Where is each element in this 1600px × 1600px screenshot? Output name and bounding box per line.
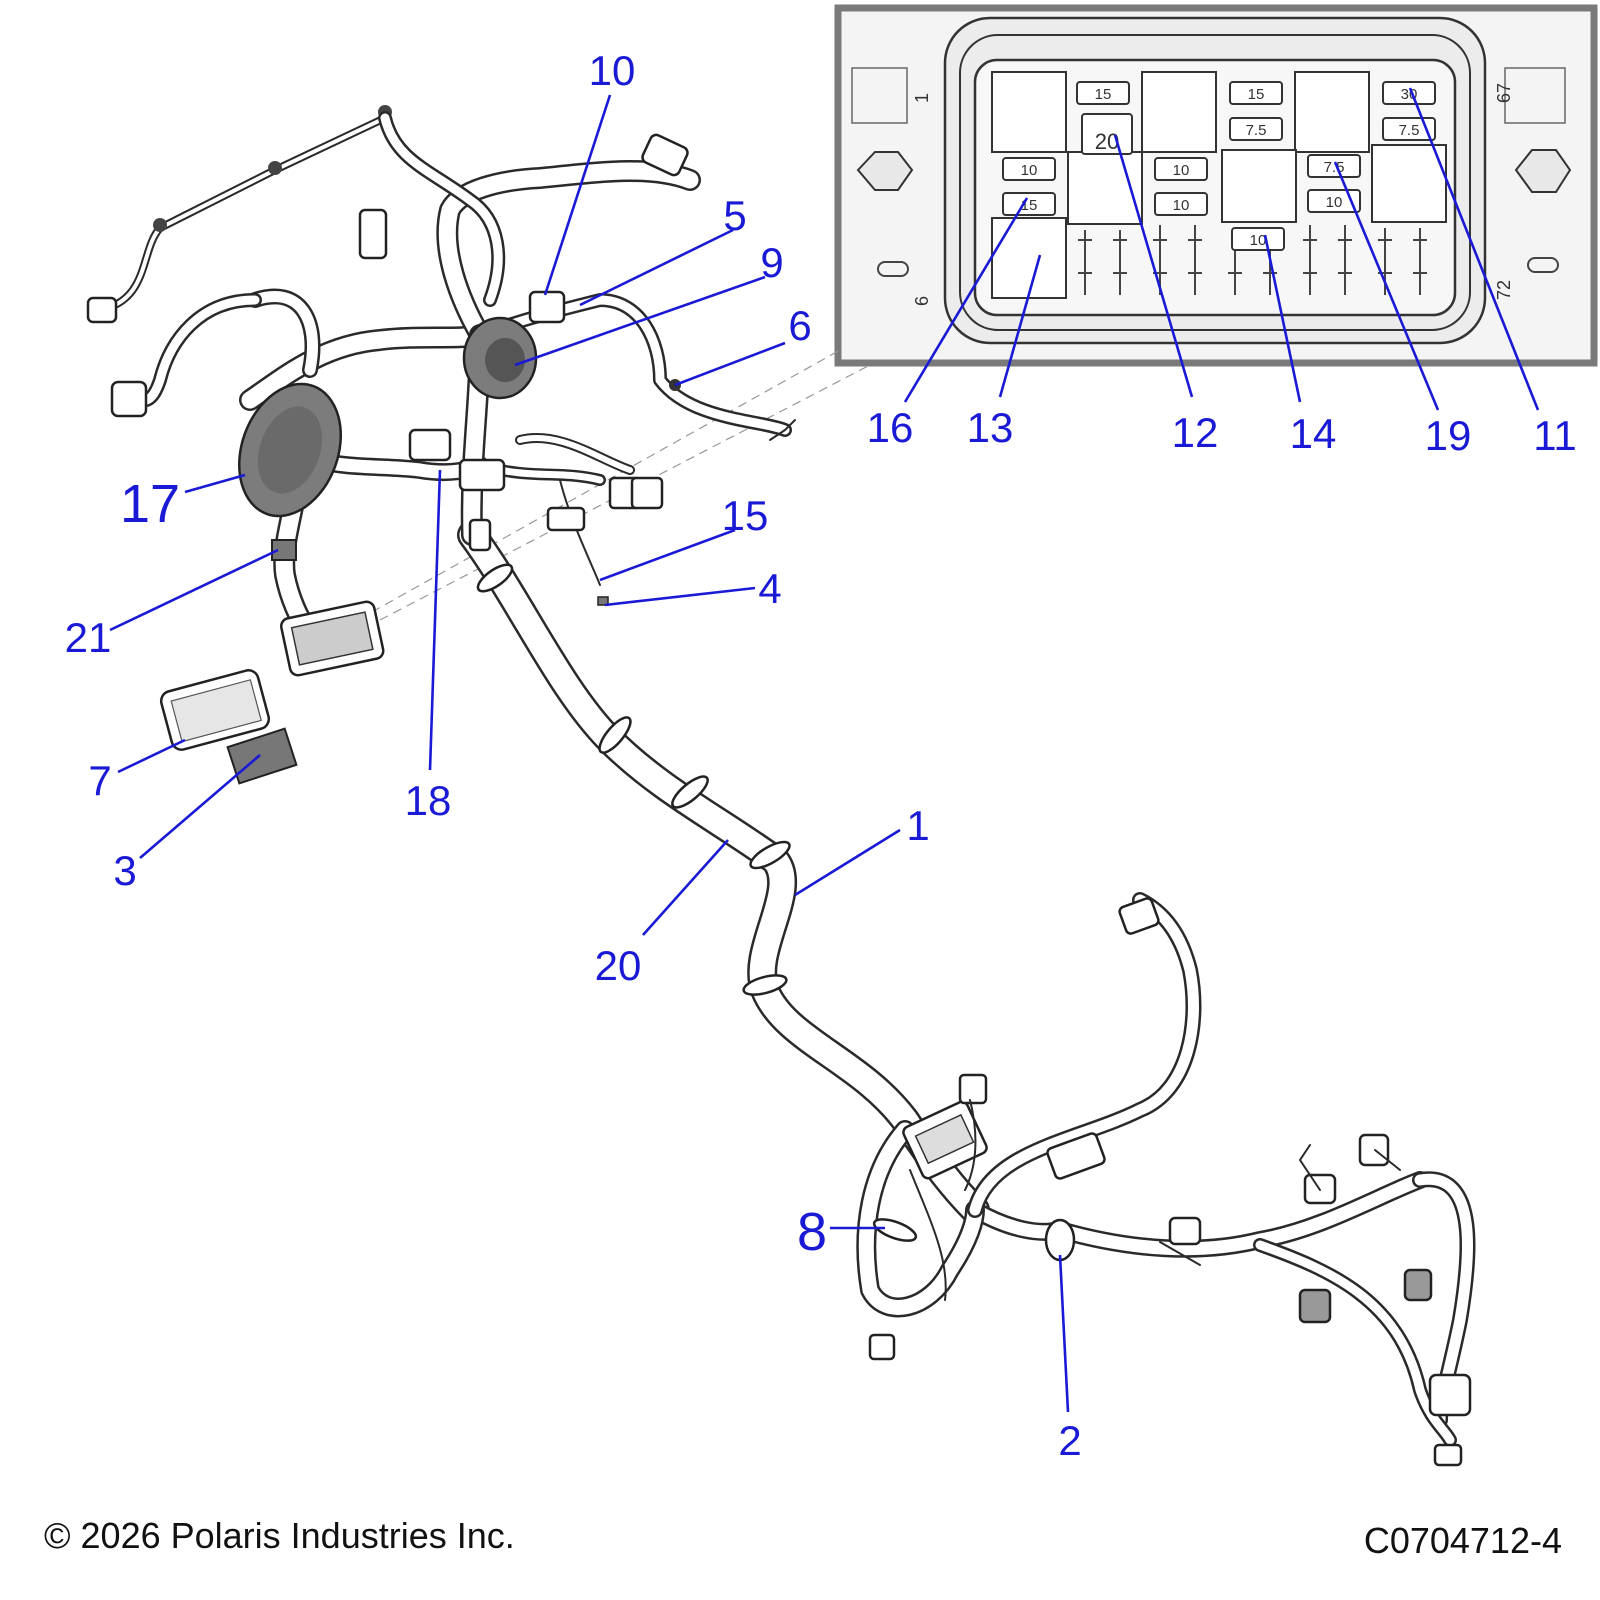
callout-16: 16 bbox=[867, 404, 914, 451]
svg-text:10: 10 bbox=[1021, 162, 1038, 179]
callout-15: 15 bbox=[722, 492, 769, 539]
callout-18: 18 bbox=[405, 777, 452, 824]
callout-labels: 1 2 3 4 5 6 7 8 9 10 11 12 13 14 15 16 1… bbox=[65, 47, 1577, 1464]
position-marking: 72 bbox=[1494, 280, 1514, 300]
callout-17: 17 bbox=[120, 474, 180, 534]
callout-4: 4 bbox=[758, 565, 781, 612]
fuse-slot: 20 bbox=[1081, 113, 1133, 155]
position-marking: 67 bbox=[1494, 83, 1514, 103]
callout-10: 10 bbox=[589, 47, 636, 94]
callout-7: 7 bbox=[88, 757, 111, 804]
callout-6: 6 bbox=[788, 302, 811, 349]
svg-text:15: 15 bbox=[1248, 86, 1265, 103]
fuse-slot: 15 bbox=[1076, 81, 1130, 105]
main-harness bbox=[86, 105, 1476, 1467]
callout-21: 21 bbox=[65, 614, 112, 661]
callout-2: 2 bbox=[1058, 1417, 1081, 1464]
callout-1: 1 bbox=[906, 802, 929, 849]
fuse-slot: 10 bbox=[1307, 189, 1361, 213]
fuse-slot: 30 bbox=[1382, 81, 1436, 105]
position-marking: 6 bbox=[912, 296, 932, 306]
svg-text:15: 15 bbox=[1095, 86, 1112, 103]
callout-19: 19 bbox=[1425, 412, 1472, 459]
callout-13: 13 bbox=[967, 404, 1014, 451]
fuse-slot: 7.5 bbox=[1382, 117, 1436, 141]
fuse-slot: 7.5 bbox=[1229, 117, 1283, 141]
copyright-text: © 2026 Polaris Industries Inc. bbox=[44, 1515, 515, 1556]
terminal-slots bbox=[1078, 225, 1427, 295]
fuse-slot: 7.5 bbox=[1307, 154, 1361, 178]
callout-9: 9 bbox=[760, 239, 783, 286]
svg-text:7.5: 7.5 bbox=[1324, 159, 1345, 176]
callout-14: 14 bbox=[1290, 410, 1337, 457]
fuse-slot: 15 bbox=[1002, 192, 1056, 216]
position-marking: 1 bbox=[912, 93, 932, 103]
callout-5: 5 bbox=[723, 192, 746, 239]
callout-12: 12 bbox=[1172, 409, 1219, 456]
fuse-slot: 10 bbox=[1154, 157, 1208, 181]
svg-text:10: 10 bbox=[1173, 197, 1190, 214]
fuse-slot: 15 bbox=[1229, 81, 1283, 105]
svg-text:7.5: 7.5 bbox=[1399, 122, 1420, 139]
svg-text:10: 10 bbox=[1173, 162, 1190, 179]
part-code: C0704712-4 bbox=[1363, 1520, 1562, 1561]
callout-8: 8 bbox=[797, 1202, 827, 1262]
fuse-slot: 10 bbox=[1002, 157, 1056, 181]
leader-lines bbox=[109, 87, 1540, 1413]
svg-text:7.5: 7.5 bbox=[1246, 122, 1267, 139]
callout-3: 3 bbox=[113, 847, 136, 894]
svg-text:10: 10 bbox=[1326, 194, 1343, 211]
bolt-right-icon bbox=[1514, 149, 1572, 193]
callout-11: 11 bbox=[1533, 412, 1577, 459]
callout-20: 20 bbox=[595, 942, 642, 989]
fuse-slot: 10 bbox=[1231, 227, 1285, 251]
fuse-slot: 10 bbox=[1154, 192, 1208, 216]
bolt-left-icon bbox=[856, 151, 914, 191]
fuse-box-inset: 15 20 15 7.5 30 7.5 10 15 bbox=[834, 4, 1598, 367]
svg-text:10: 10 bbox=[1250, 232, 1267, 249]
svg-text:20: 20 bbox=[1095, 129, 1119, 154]
